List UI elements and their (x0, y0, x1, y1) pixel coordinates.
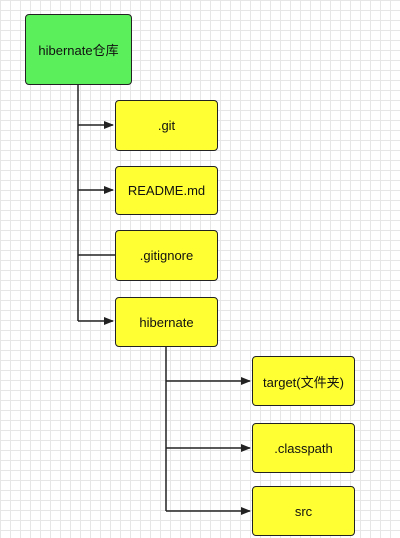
node-classpath: .classpath (252, 423, 355, 473)
node-gitignore: .gitignore (115, 230, 218, 281)
node-hibernate: hibernate (115, 297, 218, 347)
node-git: .git (115, 100, 218, 151)
node-readme: README.md (115, 166, 218, 215)
node-hibernate-repo: hibernate仓库 (25, 14, 132, 85)
node-src: src (252, 486, 355, 536)
node-target-folder: target(文件夹) (252, 356, 355, 406)
